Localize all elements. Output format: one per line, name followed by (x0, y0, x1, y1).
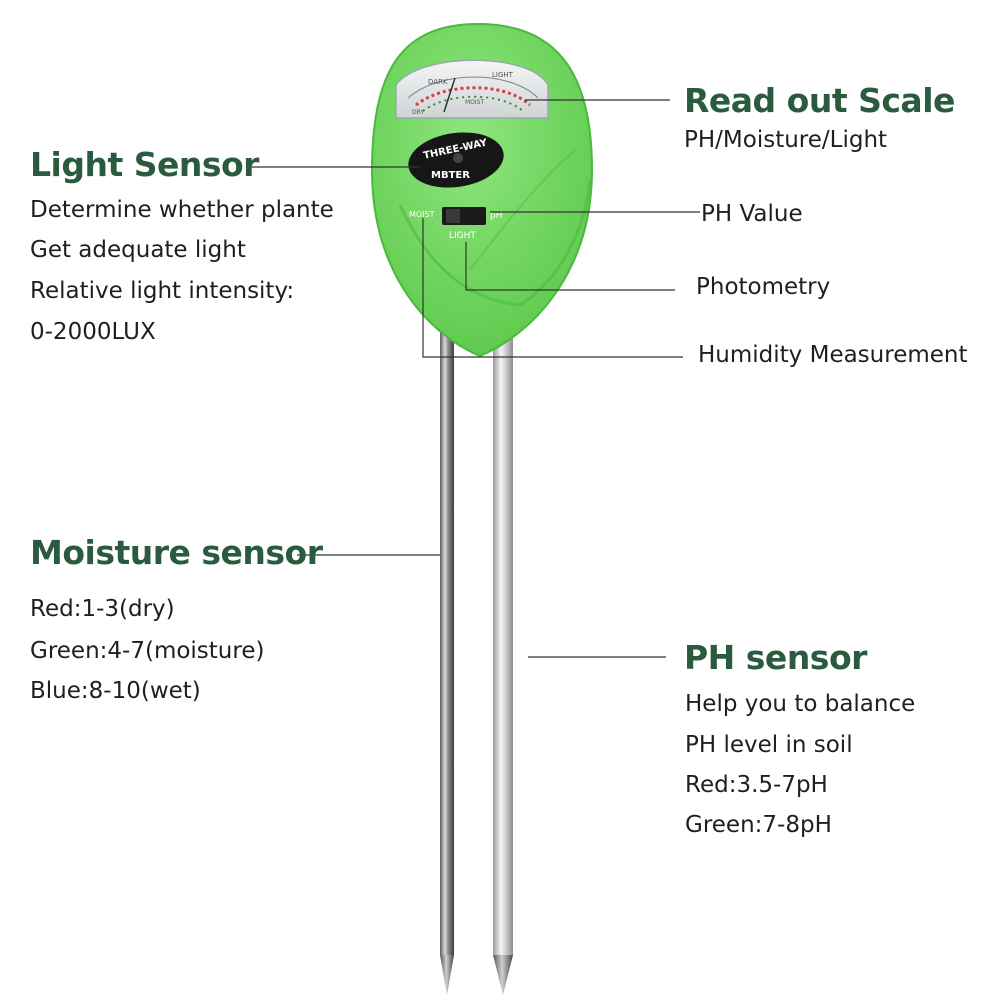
ph-sensor-line-1: Help you to balance (685, 691, 916, 717)
ph-value-label: PH Value (701, 201, 803, 227)
humidity-line (422, 218, 683, 358)
switch-light-label: LIGHT (449, 231, 476, 241)
badge-line2: MBTER (431, 170, 470, 181)
ph-sensor-line-3: Red:3.5-7pH (685, 772, 828, 798)
scale-moist-label: MOIST (465, 99, 484, 106)
moisture-sensor-line-2: Green:4-7(moisture) (30, 638, 265, 664)
switch-ph-label: pH (490, 211, 502, 221)
moisture-sensor-line-3: Blue:8-10(wet) (30, 678, 201, 704)
moisture-sensor-line-1: Red:1-3(dry) (30, 596, 175, 622)
light-sensor-line-4: 0-2000LUX (30, 319, 156, 345)
scale-dark-label: DARK (428, 78, 448, 86)
moisture-sensor-title: Moisture sensor (30, 533, 323, 572)
readout-scale-window: DARK LIGHT DRY MOIST (395, 59, 549, 119)
readout-scale-subtitle: PH/Moisture/Light (684, 127, 888, 153)
photometry-line (465, 242, 675, 291)
light-sensor-title: Light Sensor (30, 145, 259, 184)
humidity-label: Humidity Measurement (698, 342, 968, 368)
mode-switch: MOIST pH LIGHT (409, 207, 502, 241)
light-sensor-line-1: Determine whether plante (30, 197, 334, 223)
scale-needle (443, 77, 456, 113)
ph-probe (493, 330, 513, 995)
readout-scale-title: Read out Scale (684, 81, 955, 120)
ph-sensor-line-2: PH level in soil (685, 732, 853, 758)
moisture-probe (440, 330, 454, 995)
callout-lines (248, 99, 700, 658)
scale-dry-label: DRY (412, 109, 424, 116)
three-way-badge: THREE-WAY MBTER (408, 132, 504, 188)
ph-sensor-line-4: Green:7-8pH (685, 812, 832, 838)
scale-light-label: LIGHT (492, 71, 514, 79)
photometry-label: Photometry (696, 274, 831, 300)
light-sensor-line-3: Relative light intensity: (30, 278, 295, 304)
ph-sensor-title: PH sensor (684, 638, 867, 677)
switch-moist-label: MOIST (409, 210, 435, 219)
light-sensor-line-2: Get adequate light (30, 237, 246, 263)
